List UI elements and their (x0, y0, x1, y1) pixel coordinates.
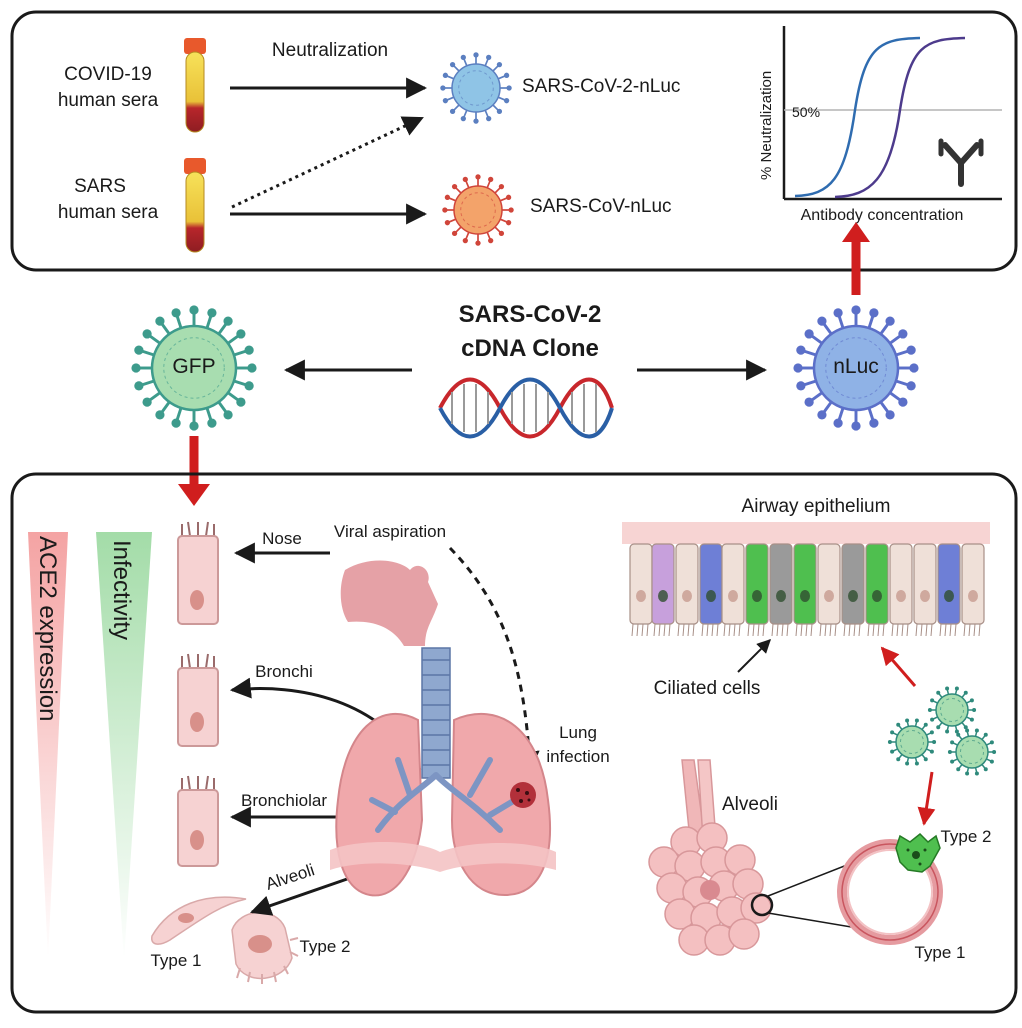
airway-epithelium-illustration (622, 522, 990, 637)
alveoli-right-label: Alveoli (722, 794, 778, 815)
infectivity-label: Infectivity (108, 540, 135, 640)
ace2-expression-label: ACE2 expression (34, 536, 61, 721)
plot-ylabel: % Neutralization (758, 71, 775, 180)
sars-cov-nluc-virus-icon (442, 174, 514, 246)
gfp-virus-small-icon (947, 728, 997, 776)
type2-left-label: Type 2 (299, 937, 350, 956)
epithelial-cell (913, 543, 937, 625)
alveoli-cluster-illustration (648, 759, 772, 956)
top-panel (10, 10, 1018, 272)
epithelial-cell (817, 543, 841, 625)
alveoli-arrow-label: Alveoli (263, 860, 317, 894)
sars-cov-nluc-label: SARS-CoV-nLuc (530, 196, 672, 217)
bronchiolar-label: Bronchiolar (241, 791, 327, 810)
dna-double-helix-icon (438, 377, 614, 439)
sars-sera-label-line2: human sera (58, 202, 159, 223)
epithelial-cell (889, 543, 913, 625)
respiratory-tract-illustration (330, 560, 556, 897)
bronchiolar-cell-icon (177, 775, 219, 867)
clone-title-line1: SARS-CoV-2 (459, 301, 602, 328)
epithelial-cell (769, 543, 793, 625)
alveolus-zoom-circle (750, 893, 774, 917)
viral-aspiration-dashed-arrow (448, 546, 540, 773)
bronchial-cell-icon (177, 653, 219, 747)
plot-midline-label: 50% (792, 104, 820, 120)
infectivity-gradient-wedge (96, 532, 152, 960)
nasal-cell-icon (177, 521, 219, 625)
left-lung (450, 712, 552, 897)
covid-sera-tube-icon (184, 38, 206, 133)
neutralization-curve-plot: 50% % Neutralization Antibody concentrat… (758, 26, 1002, 224)
red-arrow-nluc-to-plot-head (842, 222, 870, 242)
ciliated-cells-arrow (737, 639, 771, 673)
red-arrow-to-type2 (917, 771, 936, 826)
nluc-virus-icon (793, 305, 919, 431)
epithelial-cell (961, 543, 985, 625)
epithelial-cell (841, 543, 865, 625)
covid-sera-label-line2: human sera (58, 90, 159, 111)
epithelial-cell (721, 543, 745, 625)
neutralization-label: Neutralization (272, 40, 388, 61)
ace2-gradient-wedge (28, 532, 68, 960)
epithelial-cell (865, 543, 889, 625)
lung-infection-label-line1: Lung (559, 723, 597, 742)
sars-cov-2-nluc-virus-icon (440, 52, 512, 124)
epithelial-cell (937, 543, 961, 625)
airway-epithelium-label: Airway epithelium (742, 496, 891, 517)
nose-label: Nose (262, 529, 302, 548)
red-arrow-to-epithelium (880, 646, 917, 687)
epithelial-cell (793, 543, 817, 625)
red-arrow-gfp-down-head (178, 484, 210, 506)
gfp-virus-small-icon (887, 718, 937, 766)
epithelial-cell (675, 543, 699, 625)
sars-sera-tube-icon (184, 158, 206, 253)
plot-curve-cov (834, 36, 966, 199)
sars-cov-2-nluc-label: SARS-CoV-2-nLuc (522, 76, 680, 97)
antibody-icon (938, 138, 984, 187)
viral-aspiration-label: Viral aspiration (334, 522, 446, 541)
gfp-virus-icon (131, 305, 257, 431)
type2-right-label: Type 2 (940, 827, 991, 846)
type1-right-label: Type 1 (914, 943, 965, 962)
type1-left-label: Type 1 (150, 951, 201, 970)
ciliated-cells-label: Ciliated cells (654, 678, 761, 699)
type2-pneumocyte-left-icon (231, 911, 299, 984)
gfp-label: GFP (172, 355, 215, 378)
epithelial-cell (745, 543, 769, 625)
gfp-virus-small-icon (927, 686, 977, 734)
covid-sera-label-line1: COVID-19 (64, 64, 152, 85)
epithelial-cell (629, 543, 653, 625)
bottom-panel (10, 472, 1018, 1014)
alveoli-arrow (250, 876, 351, 916)
sars-sera-label-line1: SARS (74, 176, 126, 197)
type1-pneumocyte-left-icon (151, 896, 247, 945)
alveolus-zoom-illustration (837, 832, 943, 945)
nluc-label: nLuc (833, 355, 879, 378)
alveolus-sac (728, 918, 760, 950)
alveolus-sac (664, 898, 696, 930)
plot-xlabel: Antibody concentration (801, 207, 964, 224)
plot-curve-cov2 (794, 36, 921, 198)
epithelial-cell (651, 543, 675, 625)
lung-infection-label-line2: infection (546, 747, 609, 766)
bronchi-label: Bronchi (255, 662, 313, 681)
lung-infection-spot (510, 782, 536, 808)
clone-title-line2: cDNA Clone (461, 335, 599, 362)
epithelial-cell (699, 543, 723, 625)
